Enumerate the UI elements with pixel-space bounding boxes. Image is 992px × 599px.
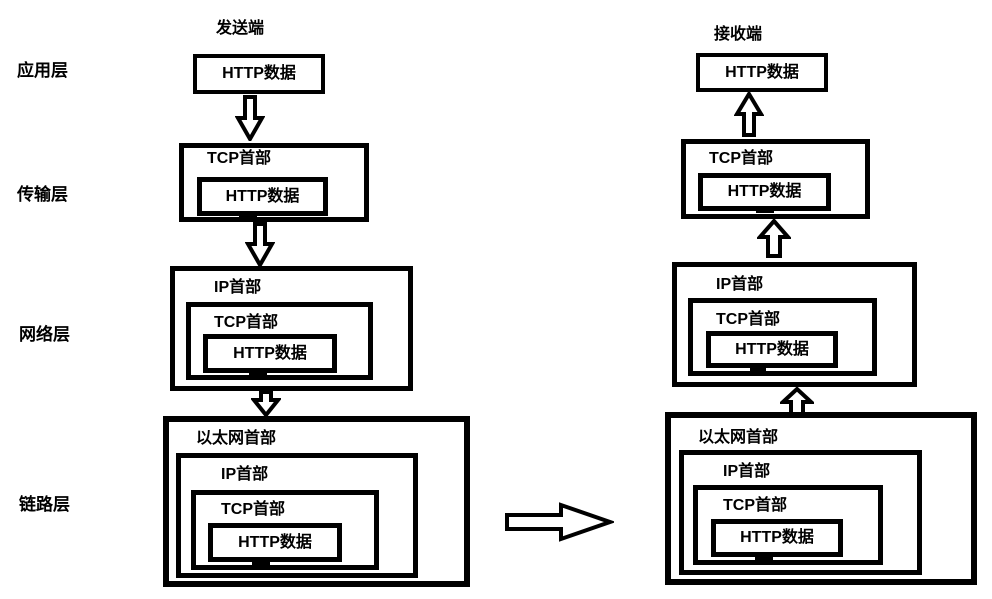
up-arrow-icon bbox=[757, 219, 791, 258]
tcp-header-label: TCP首部 bbox=[207, 150, 272, 167]
ethernet-header-label: 以太网首部 bbox=[196, 430, 277, 447]
right-arrow-icon bbox=[505, 502, 614, 542]
http-data-label: HTTP数据 bbox=[727, 183, 802, 200]
layer-label-link: 链路层 bbox=[19, 495, 70, 514]
ethernet-header-label: 以太网首部 bbox=[698, 429, 779, 446]
layer-label-network: 网络层 bbox=[19, 325, 70, 344]
sender-ip-http-box: HTTP数据 bbox=[203, 334, 337, 373]
underscore-mark bbox=[756, 210, 774, 213]
sender-tcp-http-box: HTTP数据 bbox=[197, 177, 328, 216]
sender-eth-http-box: HTTP数据 bbox=[208, 523, 342, 562]
underscore-mark bbox=[755, 557, 773, 561]
receiver-eth-http-box: HTTP数据 bbox=[711, 519, 843, 557]
up-arrow-icon bbox=[734, 92, 764, 137]
http-data-label: HTTP数据 bbox=[735, 340, 809, 358]
http-data-label: HTTP数据 bbox=[740, 529, 814, 546]
underscore-mark bbox=[239, 215, 257, 218]
tcp-header-label: TCP首部 bbox=[723, 497, 788, 514]
underscore-mark bbox=[750, 368, 766, 371]
http-data-label: HTTP数据 bbox=[222, 65, 296, 82]
ip-header-label: IP首部 bbox=[214, 279, 262, 296]
tcp-header-label: TCP首部 bbox=[709, 150, 774, 167]
http-data-label: HTTP数据 bbox=[238, 533, 312, 551]
receiver-app-http-box: HTTP数据 bbox=[696, 53, 828, 92]
sender-title: 发送端 bbox=[216, 20, 265, 37]
underscore-mark bbox=[249, 372, 267, 375]
ip-header-label: IP首部 bbox=[221, 466, 269, 483]
sender-app-http-box: HTTP数据 bbox=[193, 54, 325, 94]
receiver-title: 接收端 bbox=[714, 26, 763, 43]
receiver-tcp-http-box: HTTP数据 bbox=[698, 173, 831, 211]
down-arrow-icon bbox=[251, 391, 281, 417]
underscore-mark bbox=[252, 561, 270, 565]
http-data-label: HTTP数据 bbox=[225, 187, 300, 205]
ip-header-label: IP首部 bbox=[723, 463, 771, 480]
down-arrow-icon bbox=[235, 95, 265, 141]
ip-header-label: IP首部 bbox=[716, 276, 764, 293]
tcp-header-label: TCP首部 bbox=[221, 501, 286, 518]
tcp-header-label: TCP首部 bbox=[716, 311, 781, 328]
down-arrow-icon bbox=[245, 222, 275, 267]
http-data-label: HTTP数据 bbox=[725, 63, 799, 81]
layer-label-transport: 传输层 bbox=[17, 185, 68, 204]
http-data-label: HTTP数据 bbox=[233, 344, 307, 362]
tcp-header-label: TCP首部 bbox=[214, 314, 279, 331]
receiver-ip-http-box: HTTP数据 bbox=[706, 331, 838, 368]
layer-label-application: 应用层 bbox=[17, 61, 68, 80]
